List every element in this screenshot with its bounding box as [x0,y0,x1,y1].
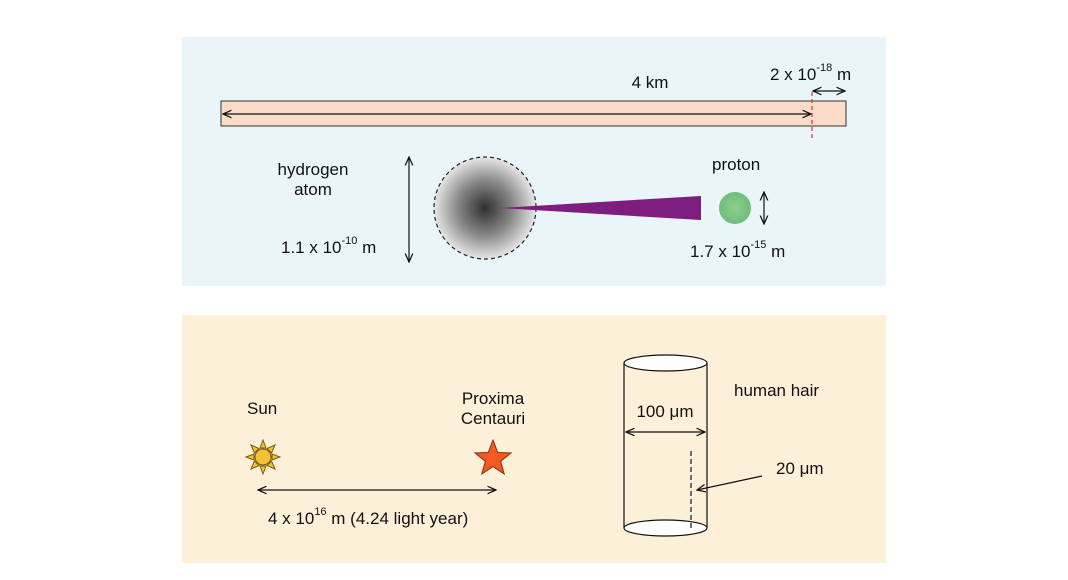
proton-size-suffix: m [766,242,786,261]
atom-size-label: 1.1 x 10-10 m [281,235,377,258]
sun-label: Sun [247,399,278,418]
atom-label-line2: atom [294,180,332,199]
hydrogen-scale-panel [182,37,886,286]
atom-size-suffix: m [357,238,377,257]
hair-diameter-label: 100 μm [636,402,694,421]
proton-label: proton [712,155,761,174]
proton-size-prefix: 1.7 x 10 [690,242,751,261]
distance-exponent: 16 [314,506,327,518]
distance-label: 4 x 1016 m (4.24 light year) [268,506,469,529]
star-label-line2: Centauri [460,409,526,428]
hair-label: human hair [734,381,820,400]
hair-inner-label: 20 μm [776,459,824,478]
bar-length-label: 4 km [631,73,669,92]
hair-cylinder-icon [623,354,708,537]
bar-offset-prefix: 2 x 10 [770,65,817,84]
star-label-line1: Proxima [461,389,525,408]
atom-label: hydrogen atom [258,160,368,200]
bar-offset-exponent: -18 [816,62,833,74]
sun-icon [244,438,282,476]
proton-size-exponent: -15 [750,239,767,251]
proton-icon [719,192,751,224]
atom-size-exponent: -10 [341,235,358,247]
distance-prefix: 4 x 10 [268,509,315,528]
distance-suffix: m (4.24 light year) [326,509,469,528]
proxima-star-icon [473,438,513,476]
atom-size-prefix: 1.1 x 10 [281,238,342,257]
bar-offset-label: 2 x 10-18 m [770,62,852,85]
proton-size-label: 1.7 x 10-15 m [690,239,786,262]
hair-inner-pointer [697,475,763,490]
atom-label-line1: hydrogen [277,160,349,179]
bar-offset-suffix: m [832,65,852,84]
zoom-wedge [499,196,701,220]
star-label: Proxima Centauri [448,389,538,429]
astronomy-scale-panel [182,315,886,563]
